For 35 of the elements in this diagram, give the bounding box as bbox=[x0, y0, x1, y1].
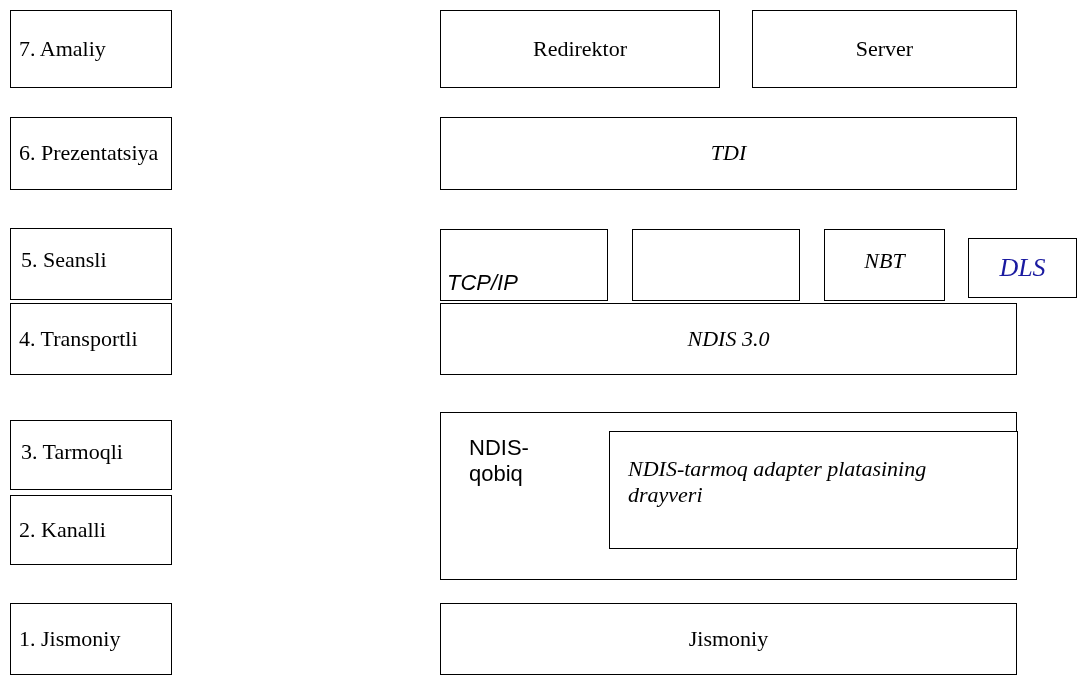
layer-label: Server bbox=[855, 35, 914, 63]
layer-label: TDI bbox=[710, 140, 747, 167]
layer-box bbox=[10, 420, 172, 490]
layer-box bbox=[10, 228, 172, 300]
layer-box bbox=[440, 10, 720, 88]
layer-label: NDIS 3.0 bbox=[687, 325, 770, 353]
layer-label: 2. Kanalli bbox=[19, 516, 106, 544]
layer-label: DLS bbox=[999, 252, 1046, 284]
layer-box bbox=[440, 412, 1017, 580]
layer-box bbox=[10, 10, 172, 88]
layer-box bbox=[440, 303, 1017, 375]
layer-label: NDIS-tarmoq adapter platasining drayveri bbox=[628, 456, 928, 509]
layer-label: TCP/IP bbox=[447, 269, 518, 296]
layer-label: 1. Jismoniy bbox=[19, 625, 121, 653]
layer-label: NDIS-qobiq bbox=[469, 435, 530, 488]
layer-label: 7. Amaliy bbox=[19, 35, 106, 63]
layer-box bbox=[10, 303, 172, 375]
layer-label: Jismoniy bbox=[688, 625, 769, 653]
layer-label: Redirektor bbox=[532, 35, 628, 63]
layer-box bbox=[440, 117, 1017, 190]
layer-box bbox=[824, 229, 945, 301]
layer-box bbox=[752, 10, 1017, 88]
layer-box bbox=[10, 117, 172, 190]
layer-label: 3. Tarmoqli bbox=[21, 439, 123, 466]
layer-label: 4. Transportli bbox=[19, 325, 138, 353]
layer-label: NBT bbox=[864, 248, 905, 275]
layer-box bbox=[632, 229, 800, 301]
layer-box bbox=[609, 431, 1018, 549]
layer-box bbox=[968, 238, 1077, 298]
layer-label: 5. Seansli bbox=[21, 247, 107, 274]
layer-box bbox=[440, 229, 608, 301]
layer-box bbox=[10, 603, 172, 675]
layer-label: 6. Prezentatsiya bbox=[19, 140, 159, 167]
layer-box bbox=[440, 603, 1017, 675]
layer-box bbox=[10, 495, 172, 565]
